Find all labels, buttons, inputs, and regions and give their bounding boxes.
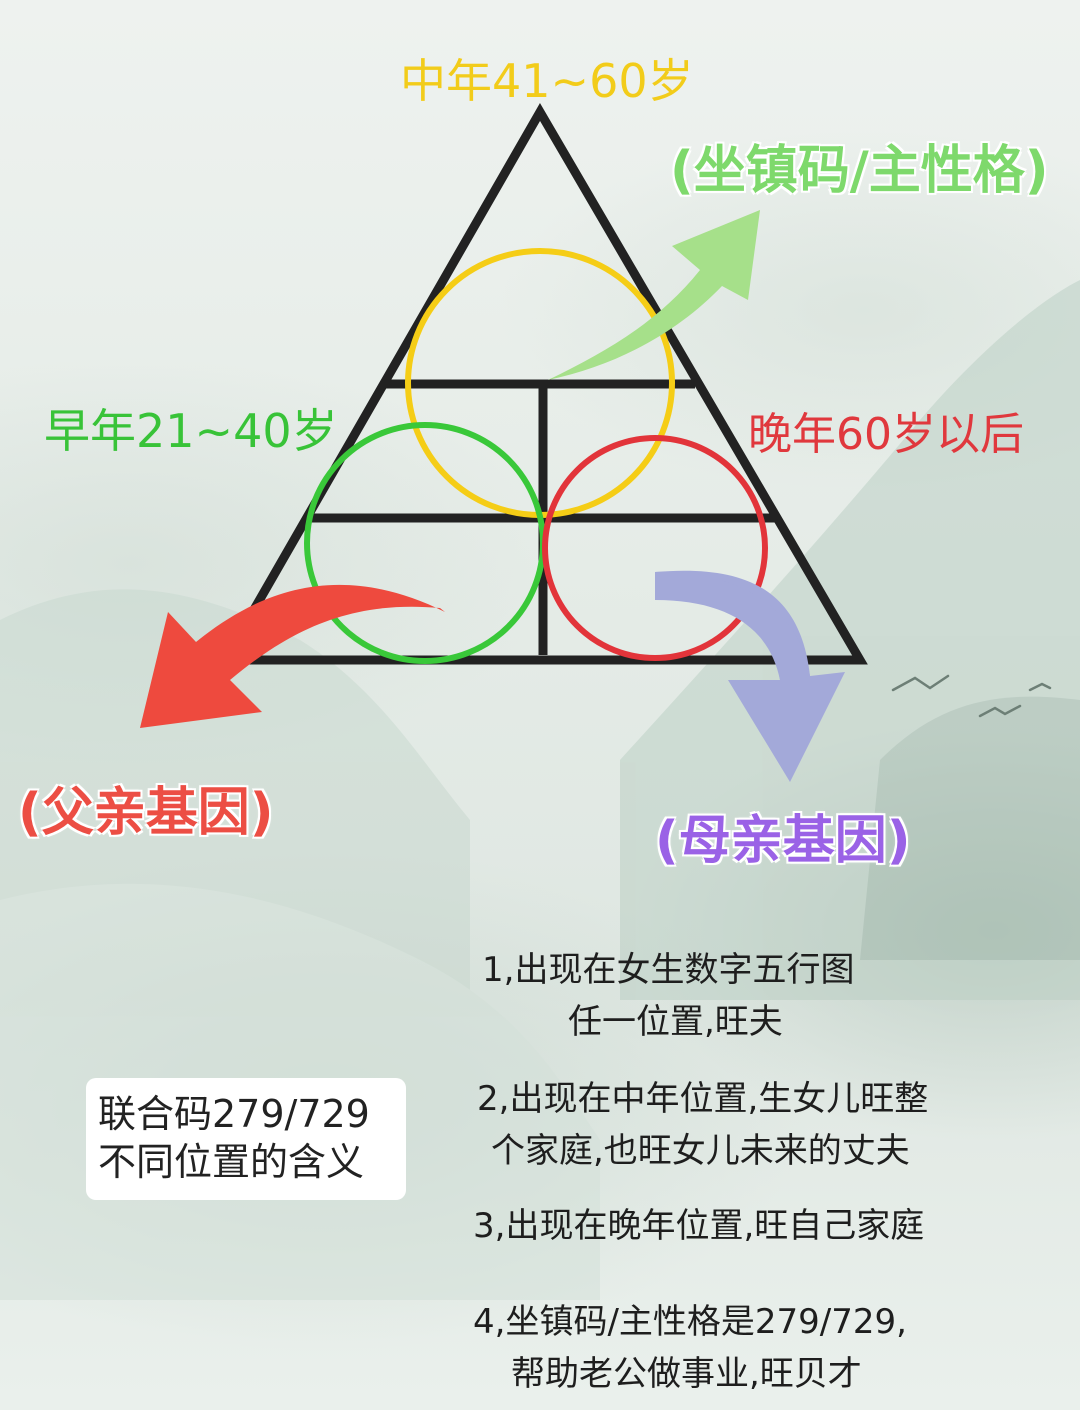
middle-age-label: 中年41~60岁	[400, 54, 694, 108]
note-1: 1,出现在女生数字五行图 任一位置,旺夫	[482, 944, 854, 1048]
note-1-line-2: 任一位置,旺夫	[568, 1002, 783, 1042]
late-age-label: 晚年60岁以后	[748, 409, 1024, 460]
note-4: 4,坐镇码/主性格是279/729, 帮助老公做事业,旺贝才	[473, 1296, 907, 1400]
note-2-line-2: 个家庭,也旺女儿未来的丈夫	[491, 1131, 910, 1171]
callout-line-2: 不同位置的含义	[98, 1140, 365, 1184]
father-gene-tag: (父亲基因)	[18, 783, 274, 843]
note-3: 3,出现在晚年位置,旺自己家庭	[473, 1200, 924, 1252]
note-1-line-1: 1,出现在女生数字五行图	[482, 950, 855, 990]
combo-code-callout: 联合码279/729 不同位置的含义	[86, 1078, 406, 1200]
note-4-line-2: 帮助老公做事业,旺贝才	[511, 1354, 862, 1394]
mother-gene-tag: (母亲基因)	[655, 811, 911, 871]
note-4-line-1: 4,坐镇码/主性格是279/729,	[473, 1302, 907, 1342]
core-personality-tag: (坐镇码/主性格)	[670, 141, 1049, 201]
bird-icon	[891, 674, 1052, 718]
mother-arrow	[655, 570, 845, 782]
core-arrow	[548, 210, 760, 380]
note-2-line-1: 2,出现在中年位置,生女儿旺整	[477, 1079, 929, 1119]
note-3-line-1: 3,出现在晚年位置,旺自己家庭	[473, 1206, 925, 1246]
late-circle	[542, 435, 768, 661]
callout-line-1: 联合码279/729	[98, 1092, 370, 1136]
note-2: 2,出现在中年位置,生女儿旺整 个家庭,也旺女儿未来的丈夫	[477, 1073, 928, 1177]
early-circle	[304, 422, 546, 664]
early-age-label: 早年21~40岁	[44, 404, 338, 458]
father-arrow	[140, 584, 445, 728]
